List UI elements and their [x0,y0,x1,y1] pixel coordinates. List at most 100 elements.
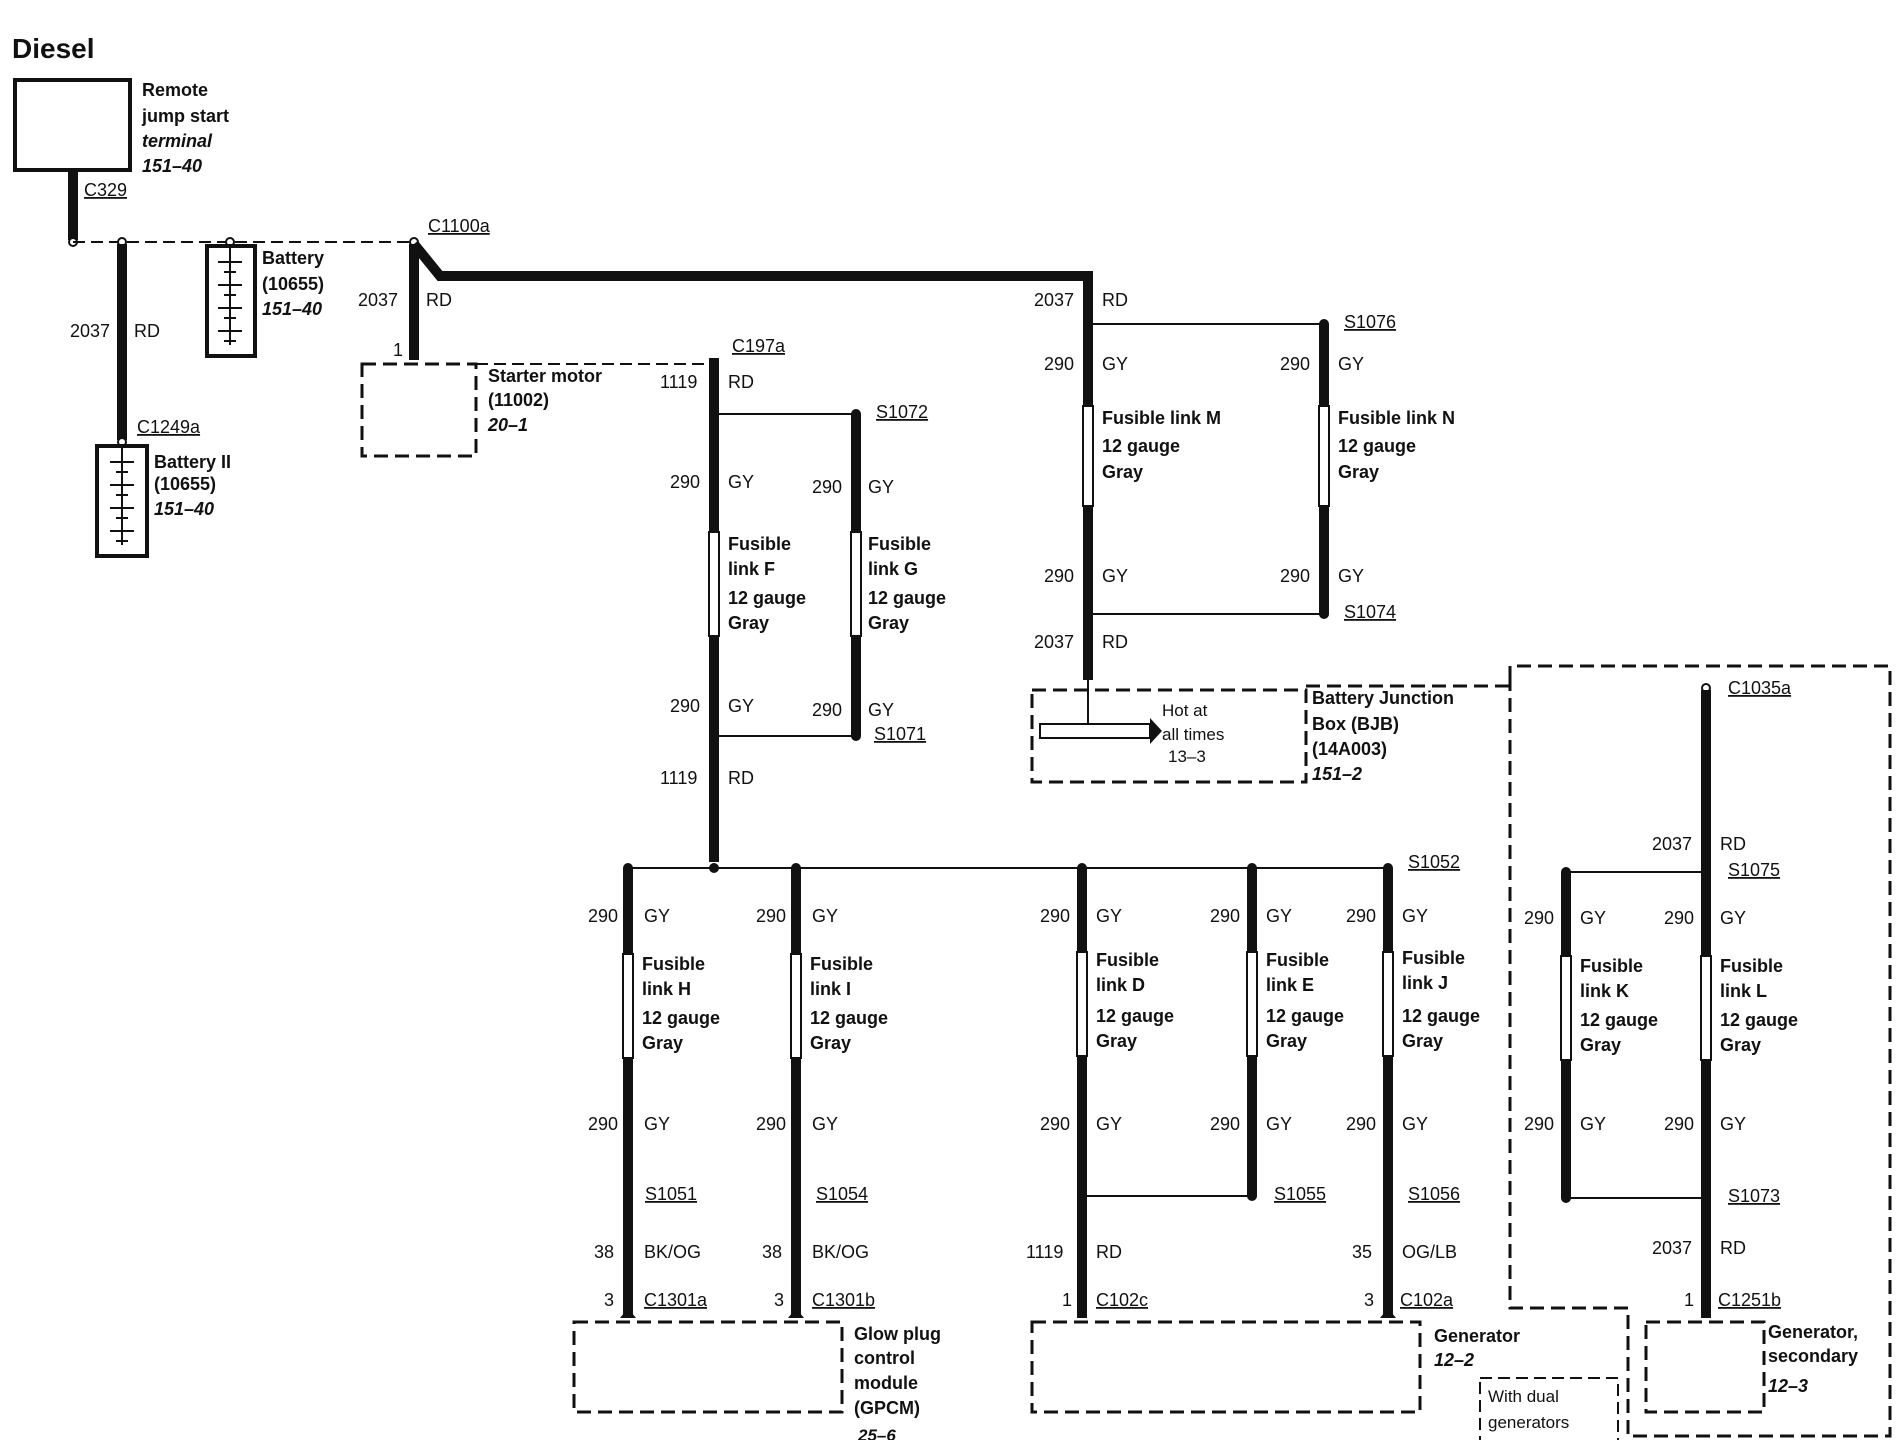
fuse-i-label-2: link I [810,979,851,999]
wire-circuit-label: 290 [1210,906,1240,926]
fuse-e-label-1: Fusible [1266,950,1329,970]
hot-label-3: 13–3 [1168,747,1206,766]
wire-circuit-label: 2037 [1652,1238,1692,1258]
starter-part: (11002) [488,390,549,410]
gpcm-label-3: module [854,1373,918,1393]
splice-s1072: S1072 [876,402,928,422]
wire-circuit-label: 1119 [660,372,697,392]
fuse-n-label-3: Gray [1338,462,1379,482]
wire-circuit-label: 290 [1210,1114,1240,1134]
wire-circuit-label: 1119 [1026,1242,1063,1262]
fuse-g-label-3: 12 gauge [868,588,946,608]
starter-motor-box [360,362,478,458]
fusible-link-n-symbol [1318,405,1330,507]
pin-label: 1 [1062,1290,1072,1310]
connector-c1301b: C1301b [812,1290,875,1310]
gpcm-label-4: (GPCM) [854,1398,920,1418]
pin-label: 1 [1684,1290,1694,1310]
wire-circuit-label: 38 [594,1242,614,1262]
terminal-arrows [620,1308,1396,1318]
wire-color-label: GY [812,906,838,926]
battery-ii-part: (10655) [154,474,216,494]
gen2-label-1: Generator, [1768,1322,1858,1342]
wire-color-label: GY [1096,906,1122,926]
battery-ii-cells [110,446,134,545]
fuse-e-label-4: Gray [1266,1031,1307,1051]
battery-cells [218,246,242,345]
wire-color-label: GY [1266,1114,1292,1134]
fuse-j-label-4: Gray [1402,1031,1443,1051]
generator-label: Generator [1434,1326,1520,1346]
splice-dot [851,731,861,741]
fuse-l-label-4: Gray [1720,1035,1761,1055]
wire-circuit-label: 290 [812,700,842,720]
splice-s1076: S1076 [1344,312,1396,332]
fuse-j-label-2: link J [1402,973,1448,993]
bjb-ref: 151–2 [1312,764,1362,784]
wire-circuit-label: 290 [1044,354,1074,374]
wire-color-label: BK/OG [644,1242,701,1262]
generator-ref: 12–2 [1434,1350,1474,1370]
wire-circuit-label: 290 [1280,566,1310,586]
fuse-j-label-1: Fusible [1402,948,1465,968]
wire-circuit-label: 290 [756,1114,786,1134]
pin-label: 3 [1364,1290,1374,1310]
connector-c197a: C197a [732,336,786,356]
remote-jump-start-terminal [13,78,132,172]
connector-c1301a: C1301a [644,1290,708,1310]
fuse-k-label-3: 12 gauge [1580,1010,1658,1030]
wire-color-label: GY [728,696,754,716]
fuse-e-label-2: link E [1266,975,1314,995]
fuse-k-label-4: Gray [1580,1035,1621,1055]
fuse-e-label-3: 12 gauge [1266,1006,1344,1026]
fuse-m-label-3: Gray [1102,462,1143,482]
connector-c102c: C102c [1096,1290,1148,1310]
wire-circuit-label: 290 [812,477,842,497]
battery-ref: 151–40 [262,299,322,319]
wire-circuit-label: 290 [1524,908,1554,928]
pin-label: 3 [604,1290,614,1310]
splice-s1051: S1051 [645,1184,697,1204]
fusible-link-j-symbol [1382,951,1394,1057]
splice-dot [1383,1191,1393,1201]
splice-s1074: S1074 [1344,602,1396,622]
wire-circuit-label: 290 [588,1114,618,1134]
wire-circuit-label: 290 [670,696,700,716]
hot-label-1: Hot at [1162,701,1208,720]
wire-color-label: RD [426,290,452,310]
connector-c102a: C102a [1400,1290,1454,1310]
wire-color-label: RD [1102,290,1128,310]
wire-circuit-label: 290 [1346,1114,1376,1134]
battery-label: Battery [262,248,324,268]
wire-color-label: GY [1102,566,1128,586]
secondary-generator-box [1644,1320,1766,1414]
splice-dot [791,1191,801,1201]
wire-circuit-label: 1119 [660,768,697,788]
connector-c1100a: C1100a [428,216,491,236]
wire-color-label: RD [1102,632,1128,652]
bjb-label-3: (14A003) [1312,739,1387,759]
dual-generator-option-outline [1306,664,1892,1438]
gpcm-label-1: Glow plug [854,1324,941,1344]
fuse-i-label-1: Fusible [810,954,873,974]
fuse-i-label-4: Gray [810,1033,851,1053]
fuse-h-label-4: Gray [642,1033,683,1053]
battery-part: (10655) [262,274,324,294]
connector-c329: C329 [84,180,127,200]
fuse-i-label-3: 12 gauge [810,1008,888,1028]
fuse-j-label-3: 12 gauge [1402,1006,1480,1026]
remote-jump-label-3: terminal [142,131,213,151]
fusible-link-l-symbol [1700,955,1712,1061]
wire-circuit-label: 2037 [70,321,110,341]
wire-circuit-label: 290 [1040,1114,1070,1134]
connector-c1249a: C1249a [137,417,201,437]
wire-color-label: GY [1720,1114,1746,1134]
glow-plug-control-module-box [572,1320,844,1414]
splice-dot [709,863,719,873]
arrow-head [1150,718,1162,744]
fuse-d-label-3: 12 gauge [1096,1006,1174,1026]
wire-color-label: RD [1096,1242,1122,1262]
fuse-d-label-2: link D [1096,975,1145,995]
splice-s1071: S1071 [874,724,926,744]
